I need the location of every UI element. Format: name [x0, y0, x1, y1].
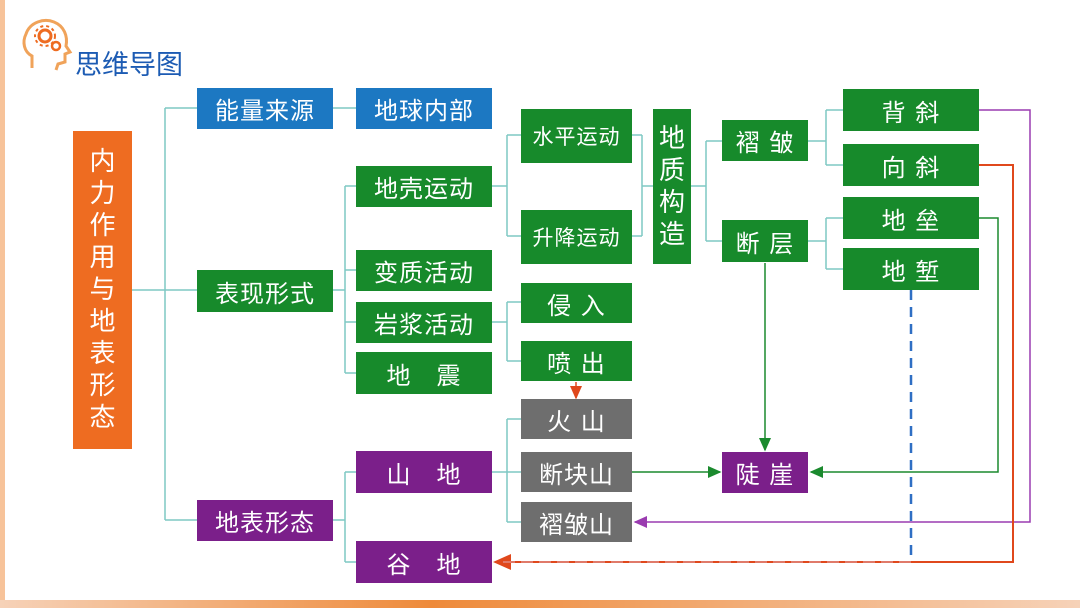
- node-metamorphism: 变质活动: [356, 250, 492, 291]
- node-earthquake: 地 震: [356, 352, 492, 394]
- node-landform: 地表形态: [197, 500, 333, 541]
- node-crust-movement: 地壳运动: [356, 166, 492, 207]
- node-forms: 表现形式: [197, 270, 333, 312]
- node-graben: 地 堑: [843, 248, 979, 290]
- node-syncline: 向 斜: [843, 144, 979, 186]
- page-title: 思维导图: [75, 50, 183, 81]
- node-valley: 谷 地: [356, 541, 492, 583]
- node-energy-source: 能量来源: [197, 88, 333, 129]
- node-earth-interior: 地球内部: [356, 88, 492, 129]
- node-geologic-structure: 地质构造: [653, 109, 691, 264]
- node-anticline: 背 斜: [843, 89, 979, 131]
- node-block-mountain: 断块山: [521, 452, 632, 492]
- root-node: 内力作用与地表形态: [73, 131, 132, 449]
- node-fold-mountain: 褶皱山: [521, 502, 632, 542]
- node-horizontal-movement: 水平运动: [521, 109, 632, 163]
- node-volcano: 火 山: [521, 399, 632, 439]
- node-intrusion: 侵 入: [521, 283, 632, 323]
- node-horst: 地 垒: [843, 197, 979, 239]
- node-mountain: 山 地: [356, 451, 492, 493]
- left-accent-bar: [0, 0, 5, 608]
- node-eruption: 喷 出: [521, 341, 632, 381]
- bottom-accent-bar: [0, 600, 1080, 608]
- node-fault: 断 层: [722, 220, 808, 262]
- node-magma-activity: 岩浆活动: [356, 302, 492, 343]
- node-fold: 褶 皱: [722, 120, 808, 161]
- node-cliff: 陡 崖: [722, 452, 808, 493]
- brain-gear-icon: [22, 19, 73, 71]
- node-vertical-movement: 升降运动: [521, 210, 632, 264]
